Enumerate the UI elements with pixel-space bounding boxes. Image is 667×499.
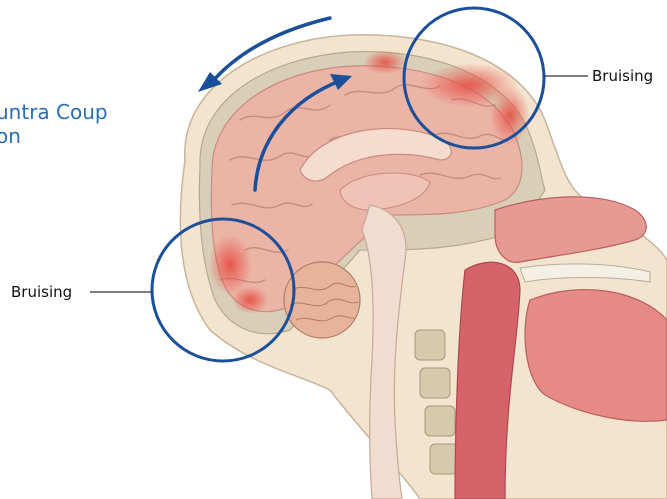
cerebellum <box>284 262 360 338</box>
bruising-label-right: Bruising <box>592 67 653 85</box>
bruising-label-left: Bruising <box>11 283 72 301</box>
